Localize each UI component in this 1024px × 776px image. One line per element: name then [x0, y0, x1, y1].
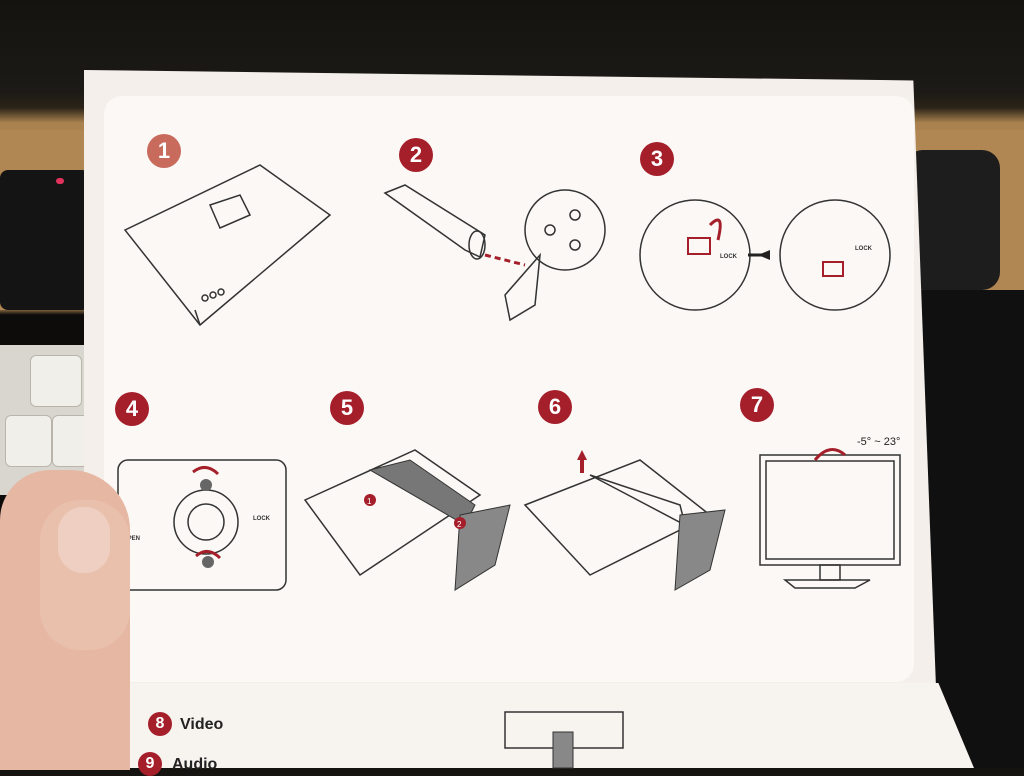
step-4-illustration: OPEN LOCK — [117, 459, 287, 591]
tilt-range-label: -5° ~ 23° — [857, 436, 901, 448]
keyboard-key — [52, 415, 89, 467]
thumbnail — [58, 507, 110, 573]
monitor-rear-illustration — [504, 711, 624, 769]
section-audio-label: Audio — [172, 756, 218, 773]
step-7-illustration — [759, 448, 901, 589]
step-1-illustration — [123, 164, 332, 327]
step-3-illustration: LOCK LOCK — [639, 199, 891, 311]
section-8-badge: 8 — [148, 712, 172, 736]
manual-fold — [84, 683, 974, 768]
power-led — [56, 178, 64, 184]
section-video-label: Video — [180, 716, 224, 733]
sub-step-1: 1 — [367, 497, 372, 506]
step-5-illustration: 1 2 — [303, 449, 511, 591]
step-2-badge: 2 — [399, 138, 433, 172]
sub-step-2: 2 — [457, 520, 462, 529]
lock-text: LOCK — [720, 254, 738, 260]
lock-text: LOCK — [855, 246, 873, 252]
lock-text: LOCK — [253, 516, 271, 522]
step-1-badge: 1 — [147, 134, 181, 168]
mouse — [905, 150, 1000, 290]
step-3-badge: 3 — [640, 142, 674, 176]
keyboard-key — [5, 415, 52, 467]
section-9-badge: 9 — [138, 752, 162, 776]
open-text: OPEN — [123, 536, 140, 542]
step-6-illustration — [523, 450, 726, 591]
step-2-illustration — [383, 184, 606, 322]
keyboard-key — [30, 355, 82, 407]
speaker — [0, 170, 90, 310]
step-6-badge: 6 — [538, 390, 572, 424]
manual-panel — [104, 96, 914, 682]
step-4-badge: 4 — [115, 392, 149, 426]
step-7-badge: 7 — [740, 388, 774, 422]
step-5-badge: 5 — [330, 391, 364, 425]
